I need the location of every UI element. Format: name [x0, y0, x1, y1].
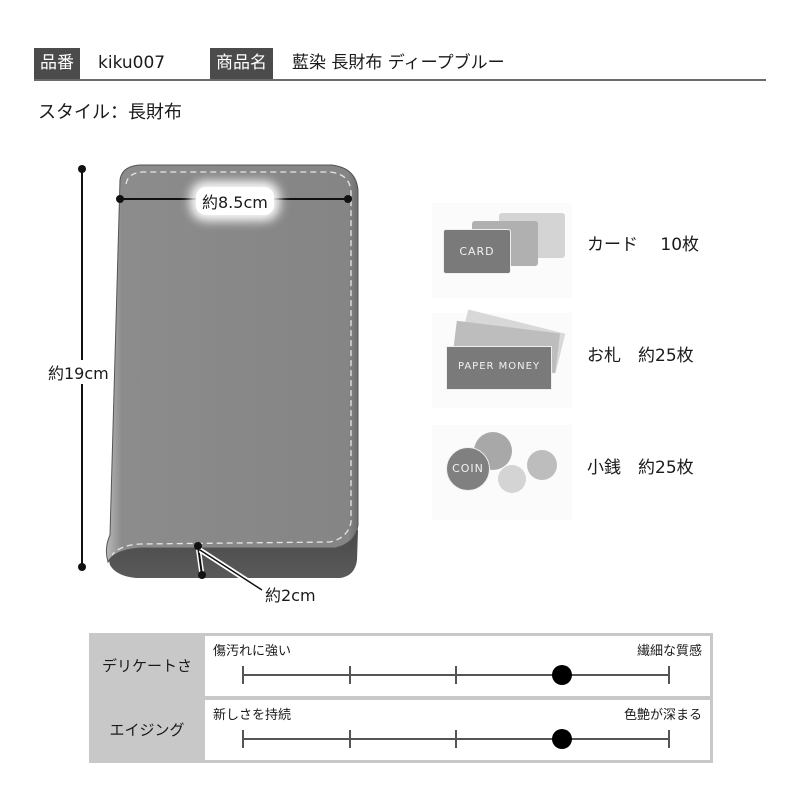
capacity-paper-money: PAPER MONEY お札 約25枚: [432, 309, 732, 413]
product-number: kiku007: [98, 53, 166, 73]
coin-shape-main: COIN: [446, 447, 490, 491]
rating-scale: 傷汚れに強い 繊細な質感: [205, 636, 710, 696]
rating-label: デリケートさ: [92, 636, 202, 696]
coin-shape-2: [498, 465, 526, 493]
wallet-icon: [78, 164, 359, 593]
scale-tick: [455, 730, 457, 748]
paper-money-icon: PAPER MONEY: [432, 309, 572, 408]
paper-money-icon-label: PAPER MONEY: [457, 361, 541, 372]
product-header: 品番 kiku007 商品名 藍染 長財布 ディープブルー: [34, 48, 766, 81]
style-text: スタイル：長財布: [38, 102, 182, 123]
scale-tick: [455, 666, 457, 684]
scale-tick: [668, 730, 670, 748]
scale-right-label: 繊細な質感: [636, 644, 702, 659]
bill-front-shape: PAPER MONEY: [446, 346, 552, 390]
product-number-tag: 品番: [34, 48, 80, 79]
scale-tick: [349, 730, 351, 748]
scale-tick: [668, 666, 670, 684]
rating-row-delicacy: デリケートさ 傷汚れに強い 繊細な質感: [92, 636, 710, 696]
scale-tick: [242, 666, 244, 684]
scale-marker: [552, 729, 572, 749]
coin-capacity-text: 小銭 約25枚: [587, 458, 694, 478]
card-icon: CARD: [432, 203, 572, 298]
card-icon-label: CARD: [459, 245, 495, 258]
rating-scale: 新しさを持続 色艶が深まる: [205, 700, 710, 760]
coin-shape-3: [527, 450, 557, 480]
rating-label: エイジング: [92, 700, 202, 760]
product-name-tag: 商品名: [210, 48, 273, 79]
scale-tick: [242, 730, 244, 748]
coin-icon: COIN: [432, 425, 572, 520]
scale-left-label: 新しさを持続: [213, 708, 292, 723]
rating-table: デリケートさ 傷汚れに強い 繊細な質感 エイジング 新しさを持続 色艶が深まる: [89, 633, 713, 763]
capacity-coin: COIN 小銭 約25枚: [432, 425, 732, 525]
product-name: 藍染 長財布 ディープブルー: [292, 53, 505, 73]
card-capacity-text: カード 10枚: [587, 235, 700, 255]
scale-tick: [349, 666, 351, 684]
wallet-illustration: 約8.5cm 約19cm 約2cm: [40, 150, 380, 610]
rating-row-aging: エイジング 新しさを持続 色艶が深まる: [92, 700, 710, 760]
scale-left-label: 傷汚れに強い: [213, 644, 292, 659]
card-front-shape: CARD: [443, 229, 511, 274]
scale-right-label: 色艶が深まる: [623, 708, 702, 723]
capacity-card: CARD カード 10枚: [432, 203, 732, 303]
height-label: 約19cm: [48, 360, 109, 384]
paper-money-capacity-text: お札 約25枚: [587, 346, 694, 366]
coin-icon-label: COIN: [452, 462, 484, 475]
width-label: 約8.5cm: [196, 187, 274, 215]
scale-marker: [552, 665, 572, 685]
depth-label: 約2cm: [265, 586, 316, 605]
